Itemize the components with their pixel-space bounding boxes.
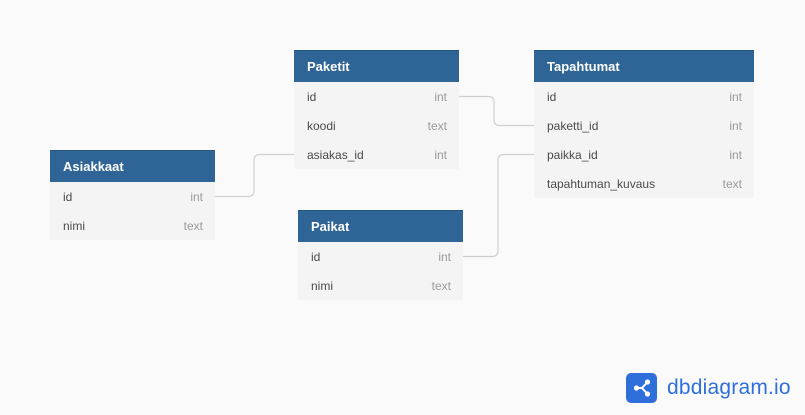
field-name: nimi (63, 218, 86, 233)
field-name: id (307, 89, 317, 104)
field-row-asiakas-id[interactable]: asiakas_id int (294, 140, 459, 169)
field-type: int (729, 118, 742, 133)
field-row-id[interactable]: id int (298, 242, 463, 271)
table-paikat[interactable]: Paikat id int nimi text (298, 210, 463, 300)
field-name: tapahtuman_kuvaus (547, 176, 656, 191)
relation-asiakkaat-id-to-paketit-asiakas-id[interactable] (215, 153, 294, 198)
field-row-paikka-id[interactable]: paikka_id int (534, 140, 754, 169)
field-type: int (190, 189, 203, 204)
field-type: int (438, 249, 451, 264)
field-row-id[interactable]: id int (534, 82, 754, 111)
field-row-nimi[interactable]: nimi text (50, 211, 215, 240)
field-row-nimi[interactable]: nimi text (298, 271, 463, 300)
field-name: asiakas_id (307, 147, 364, 162)
field-type: int (434, 89, 447, 104)
table-header[interactable]: Asiakkaat (50, 150, 215, 182)
relation-paikat-id-to-tapahtumat-paikka-id[interactable] (463, 153, 534, 258)
field-row-koodi[interactable]: koodi text (294, 111, 459, 140)
relation-paketit-id-to-tapahtumat-paketti-id[interactable] (459, 95, 534, 127)
table-header[interactable]: Tapahtumat (534, 50, 754, 82)
field-name: nimi (311, 278, 334, 293)
field-type: int (729, 89, 742, 104)
field-row-id[interactable]: id int (294, 82, 459, 111)
table-tapahtumat[interactable]: Tapahtumat id int paketti_id int paikka_… (534, 50, 754, 198)
field-type: int (434, 147, 447, 162)
field-name: id (63, 189, 73, 204)
field-type: text (183, 218, 203, 233)
field-name: id (547, 89, 557, 104)
table-asiakkaat[interactable]: Asiakkaat id int nimi text (50, 150, 215, 240)
brand-name: dbdiagram.io (667, 376, 791, 399)
field-row-paketti-id[interactable]: paketti_id int (534, 111, 754, 140)
field-name: paketti_id (547, 118, 599, 133)
field-type: text (427, 118, 447, 133)
field-name: id (311, 249, 321, 264)
field-row-tapahtuman-kuvaus[interactable]: tapahtuman_kuvaus text (534, 169, 754, 198)
table-paketit[interactable]: Paketit id int koodi text asiakas_id int (294, 50, 459, 169)
field-name: paikka_id (547, 147, 598, 162)
field-type: text (722, 176, 742, 191)
dbdiagram-brand[interactable]: dbdiagram.io (626, 373, 791, 403)
field-name: koodi (307, 118, 336, 133)
field-row-id[interactable]: id int (50, 182, 215, 211)
table-header[interactable]: Paketit (294, 50, 459, 82)
field-type: int (729, 147, 742, 162)
field-type: text (431, 278, 451, 293)
share-nodes-icon (626, 373, 657, 403)
table-header[interactable]: Paikat (298, 210, 463, 242)
